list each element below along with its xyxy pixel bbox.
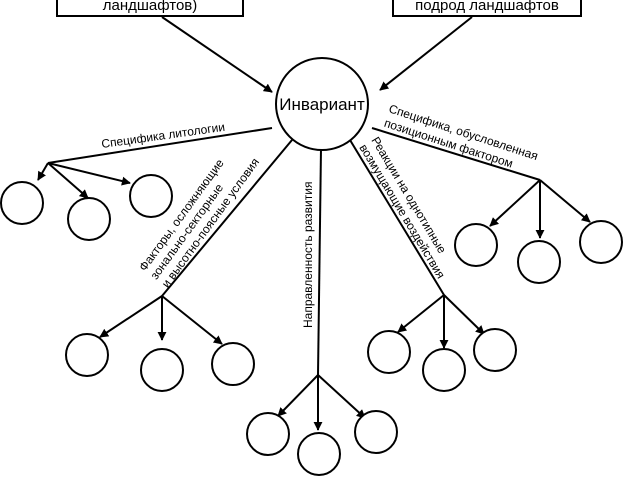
arrow-from-top-left	[161, 16, 273, 93]
leaf-node	[454, 223, 498, 267]
leaf-node	[354, 410, 398, 454]
leaf-cluster-development	[246, 374, 398, 476]
leaf-node	[246, 412, 290, 456]
top-right-box-label: подрод ландшафтов	[415, 0, 559, 14]
invariant-node: Инвариант	[275, 57, 369, 151]
top-left-box: ландшафтов)	[56, 0, 244, 17]
branch-line-position	[371, 127, 541, 181]
branch-line-factors	[161, 139, 293, 297]
arrow-from-top-right	[379, 16, 473, 91]
leaf-node	[473, 328, 517, 372]
leaf-node	[140, 348, 184, 392]
branch-line-development	[317, 147, 322, 376]
label-development: Направленность развития	[301, 182, 315, 328]
leaf-node	[297, 432, 341, 476]
top-right-box: подрод ландшафтов	[392, 0, 582, 17]
leaf-node	[211, 342, 255, 386]
branch-line-reactions	[349, 139, 445, 296]
leaf-node	[65, 333, 109, 377]
leaf-cluster-position	[454, 179, 623, 284]
leaf-node	[422, 348, 466, 392]
label-reactions: Реакции на однотипные возмущающие воздей…	[356, 134, 449, 281]
label-reactions-line2: возмущающие воздействия	[356, 142, 447, 281]
leaf-node	[67, 197, 111, 241]
leaf-node	[129, 174, 173, 218]
leaf-node	[517, 240, 561, 284]
leaf-cluster-lithology	[0, 162, 173, 241]
branch-line-lithology	[47, 127, 273, 164]
leaf-cluster-factors	[65, 295, 255, 392]
leaf-node	[579, 220, 623, 264]
leaf-node	[367, 330, 411, 374]
label-lithology: Специфика литологии	[100, 120, 225, 151]
leaf-node	[0, 181, 44, 225]
invariant-label: Инвариант	[279, 95, 365, 114]
top-left-box-label: ландшафтов)	[103, 0, 198, 14]
leaf-cluster-reactions	[367, 294, 517, 392]
